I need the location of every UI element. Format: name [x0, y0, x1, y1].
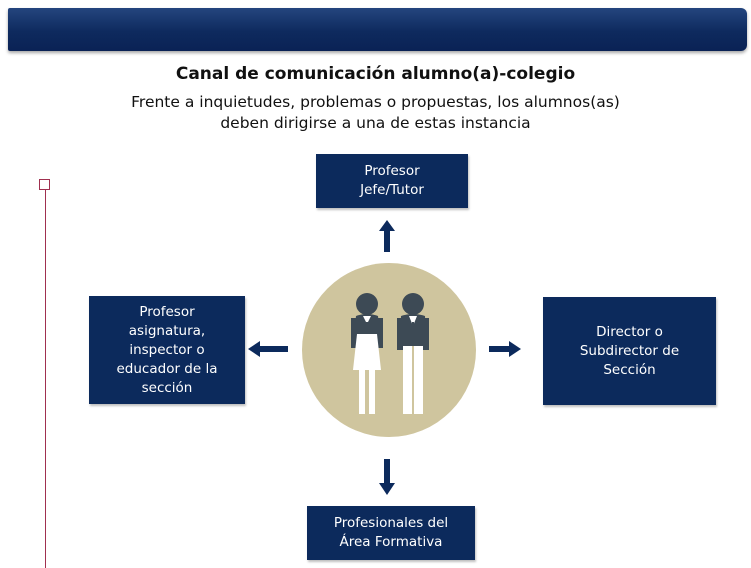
- box-right-line-2: Subdirector de: [579, 342, 680, 359]
- box-top-line-1: Profesor: [364, 163, 420, 179]
- box-bottom-line-1: Profesionales del: [333, 515, 449, 531]
- side-accent-line: [45, 189, 46, 568]
- box-right-line-3: Sección: [603, 361, 656, 378]
- arrow-left-icon: [248, 341, 288, 357]
- box-top-line-2: Jefe/Tutor: [360, 182, 424, 198]
- subtitle-line-1: Frente a inquietudes, problemas o propue…: [131, 93, 620, 111]
- box-director: Director o Subdirector de Sección: [543, 297, 716, 405]
- box-profesor-jefe: Profesor Jefe/Tutor: [316, 154, 468, 208]
- diagram-title: Canal de comunicación alumno(a)-colegio: [175, 64, 576, 84]
- header-banner: [8, 8, 747, 51]
- students-figures: [351, 293, 429, 414]
- box-left-line-4: educador de la: [116, 360, 218, 377]
- box-left-line-3: inspector o: [129, 341, 205, 358]
- box-left-line-1: Profesor: [139, 303, 195, 320]
- students-circle: [302, 263, 476, 437]
- female-student-icon: [351, 293, 383, 414]
- subtitle-line-2: deben dirigirse a una de estas instancia: [220, 114, 531, 132]
- box-right-line-1: Director o: [596, 323, 663, 340]
- arrow-right-icon: [489, 341, 521, 357]
- arrow-down-icon: [379, 459, 395, 495]
- male-student-icon: [397, 293, 429, 414]
- box-left-line-2: asignatura,: [128, 322, 206, 339]
- diagram-subtitle: Frente a inquietudes, problemas o propue…: [0, 92, 751, 134]
- box-bottom-line-2: Área Formativa: [339, 534, 443, 550]
- box-profesionales: Profesionales del Área Formativa: [307, 506, 475, 560]
- arrow-up-icon: [379, 220, 395, 252]
- box-profesor-asignatura: Profesor asignatura, inspector o educado…: [89, 296, 245, 404]
- side-marker-square: [39, 179, 50, 190]
- box-left-line-5: sección: [141, 379, 193, 396]
